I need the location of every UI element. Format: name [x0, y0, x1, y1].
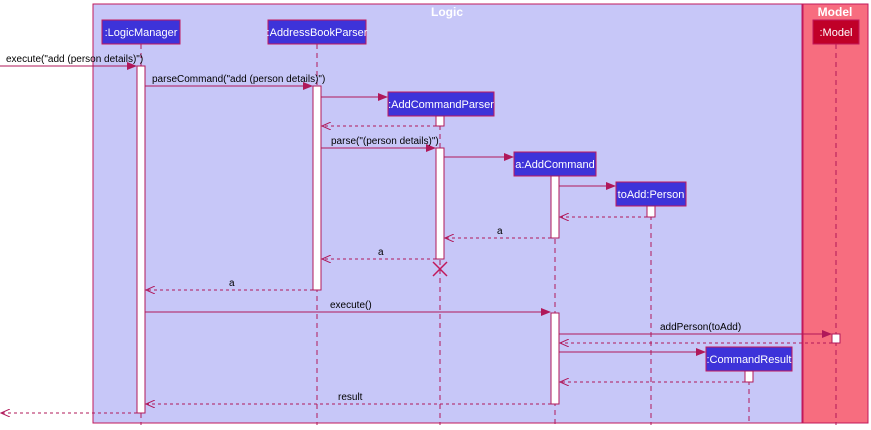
message-label-a-2: a — [378, 247, 384, 258]
participant-address-book-parser: :AddressBookParser — [267, 19, 368, 45]
destroy-marker — [432, 261, 448, 277]
activation-to-add-person — [646, 205, 656, 218]
participant-box — [705, 346, 793, 372]
activation-add-command-execute — [550, 312, 560, 405]
logic-box-label: Logic — [431, 5, 463, 19]
participant-box — [267, 19, 367, 45]
participant-box — [101, 19, 181, 45]
participant-box — [615, 181, 687, 207]
activation-address-book-parser — [312, 85, 322, 291]
messages — [0, 62, 832, 413]
activations — [136, 65, 841, 414]
activation-add-command-parser-constructor — [435, 115, 445, 127]
participant-model: :Model — [812, 19, 860, 45]
message-label-result: result — [338, 392, 363, 403]
participant-box — [812, 19, 860, 45]
participant-to-add-person: toAdd:Person — [615, 181, 687, 207]
activation-command-result — [744, 370, 754, 383]
participant-label: :CommandResult — [707, 354, 792, 366]
message-label-add-person: addPerson(toAdd) — [660, 322, 741, 333]
logic-box-frame — [92, 3, 803, 424]
message-label-parse-details: parse("(person details)") — [331, 136, 439, 147]
message-label-a-1: a — [497, 226, 503, 237]
participant-label: :Model — [819, 27, 852, 39]
activation-add-command-constructor — [550, 175, 560, 239]
activation-add-command-parser-parse — [435, 147, 445, 260]
destroy-stroke-2 — [432, 261, 448, 277]
logic-box: Logic — [92, 3, 803, 424]
participant-label: toAdd:Person — [618, 189, 685, 201]
participant-label: :LogicManager — [105, 27, 178, 39]
participant-add-command: a:AddCommand — [513, 151, 597, 177]
message-label-execute-add: execute("add (person details)") — [6, 54, 143, 65]
participant-command-result: :CommandResult — [705, 346, 793, 372]
participant-label: :AddressBookParser — [267, 27, 368, 39]
participant-label: a:AddCommand — [515, 159, 595, 171]
message-label-parse-command: parseCommand("add (person details)") — [152, 74, 325, 85]
activation-logic-manager — [136, 65, 146, 414]
message-labels: execute("add (person details)") parseCom… — [6, 54, 741, 403]
model-box-label: Model — [818, 5, 853, 19]
participant-logic-manager: :LogicManager — [101, 19, 181, 45]
message-label-a-3: a — [229, 278, 235, 289]
message-label-execute: execute() — [330, 300, 372, 311]
participant-label: :AddCommandParser — [388, 99, 494, 111]
activation-model — [831, 333, 841, 344]
participant-add-command-parser: :AddCommandParser — [387, 91, 495, 117]
